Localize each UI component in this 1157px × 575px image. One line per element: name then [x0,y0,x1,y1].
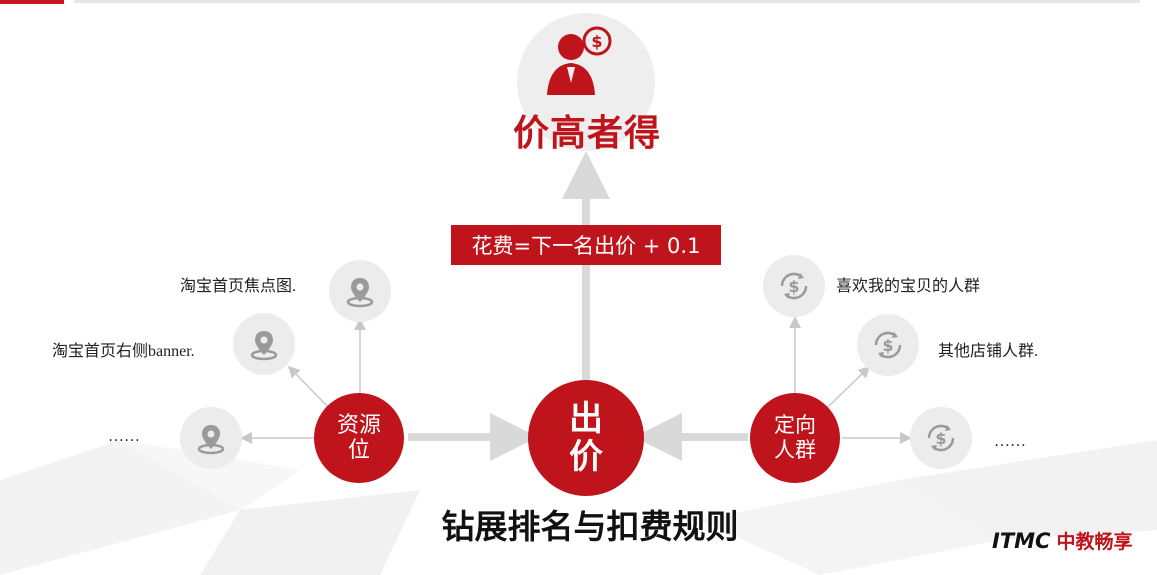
center-bid-circle: 出 价 [528,380,644,496]
svg-text:$: $ [591,32,602,51]
logo-latin: ITMC [992,529,1051,553]
left-item-2-label: 淘宝首页右侧banner. [52,343,195,360]
left-node-circle: 资源 位 [314,393,404,483]
left-node-line1: 资源 [336,413,381,438]
left-item-1-label: 淘宝首页焦点图. [180,278,297,295]
logo-cn: 中教畅享 [1056,531,1133,553]
left-item-1-circle [329,260,391,322]
svg-text:$: $ [788,277,799,296]
left-item-2-circle [233,313,295,375]
svg-text:$: $ [935,429,946,448]
top-title: 价高者得 [512,113,661,154]
location-pin-icon [346,278,374,308]
left-node-line2: 位 [347,438,370,463]
formula-box: 花费=下一名出价 + 0.1 [451,225,721,265]
top-circle: $ [517,13,655,151]
svg-text:$: $ [882,336,893,355]
right-node-line1: 定向 [774,413,816,437]
right-item-1-label: 喜欢我的宝贝的人群 [836,278,981,295]
right-item-1-circle: $ [763,255,825,317]
right-item-2-label: 其他店铺人群. [938,343,1039,360]
right-node-line2: 人群 [774,438,816,462]
background-polygons [0,440,1157,575]
dollar-cycle-icon: $ [780,272,808,300]
right-item-3-circle: $ [910,407,972,469]
dollar-cycle-icon: $ [927,424,955,452]
center-line2: 价 [569,437,603,477]
location-pin-icon [197,425,225,455]
right-item-2-circle: $ [857,314,919,376]
right-node-circle: 定向 人群 [750,393,840,483]
bottom-title: 钻展排名与扣费规则 [441,507,739,546]
left-item-3-circle [180,407,242,469]
left-item-3-label: …… [108,428,140,445]
top-divider-line [74,0,1140,3]
businessman-dollar-icon: $ [547,26,612,95]
center-line1: 出 [569,399,603,439]
dollar-cycle-icon: $ [874,331,902,359]
top-accent-bar [0,0,64,4]
location-pin-icon [250,331,278,361]
right-item-3-label: …… [994,433,1026,450]
